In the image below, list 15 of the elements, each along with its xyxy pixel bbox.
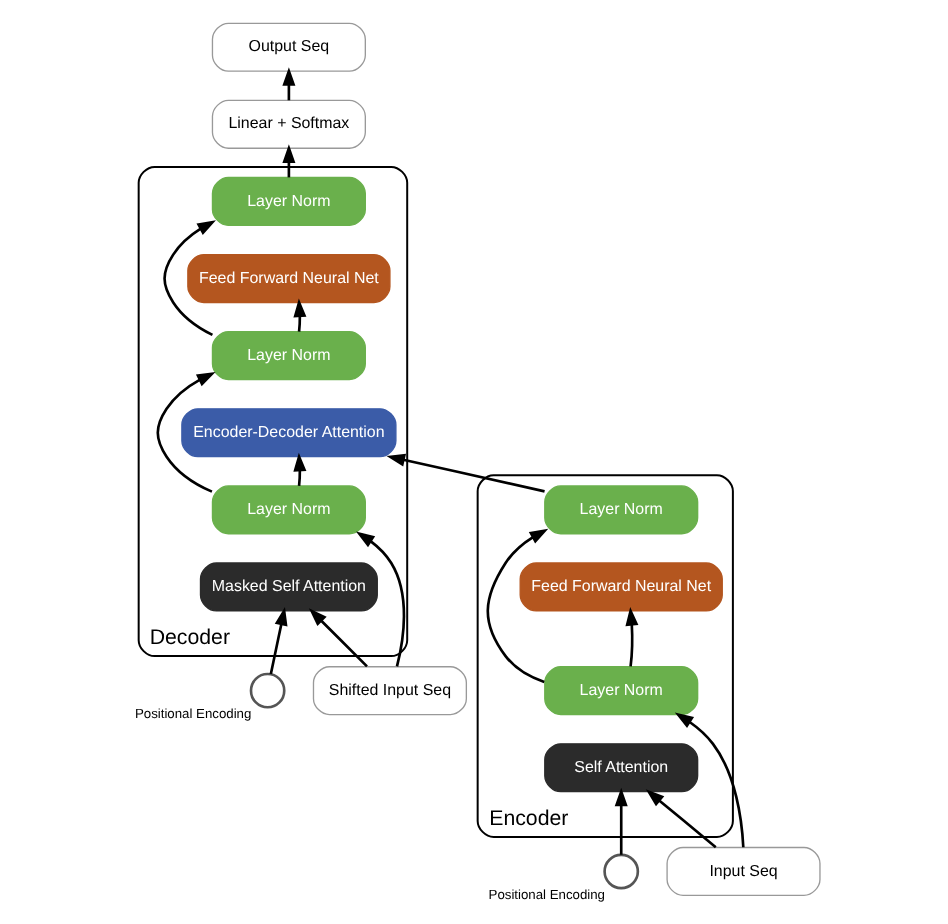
arrow [269,606,288,674]
arrow [486,527,549,683]
arrow [293,451,307,485]
arrow [308,607,368,667]
arrow [386,452,545,492]
arrow [356,530,406,666]
arrow [163,219,216,336]
arrow [156,371,216,492]
arrow [645,788,717,848]
arrow [625,606,639,666]
arrow [674,711,745,847]
arrow [614,786,628,854]
node-circle [249,671,286,708]
node-circle [603,852,640,889]
arrow [293,297,307,331]
